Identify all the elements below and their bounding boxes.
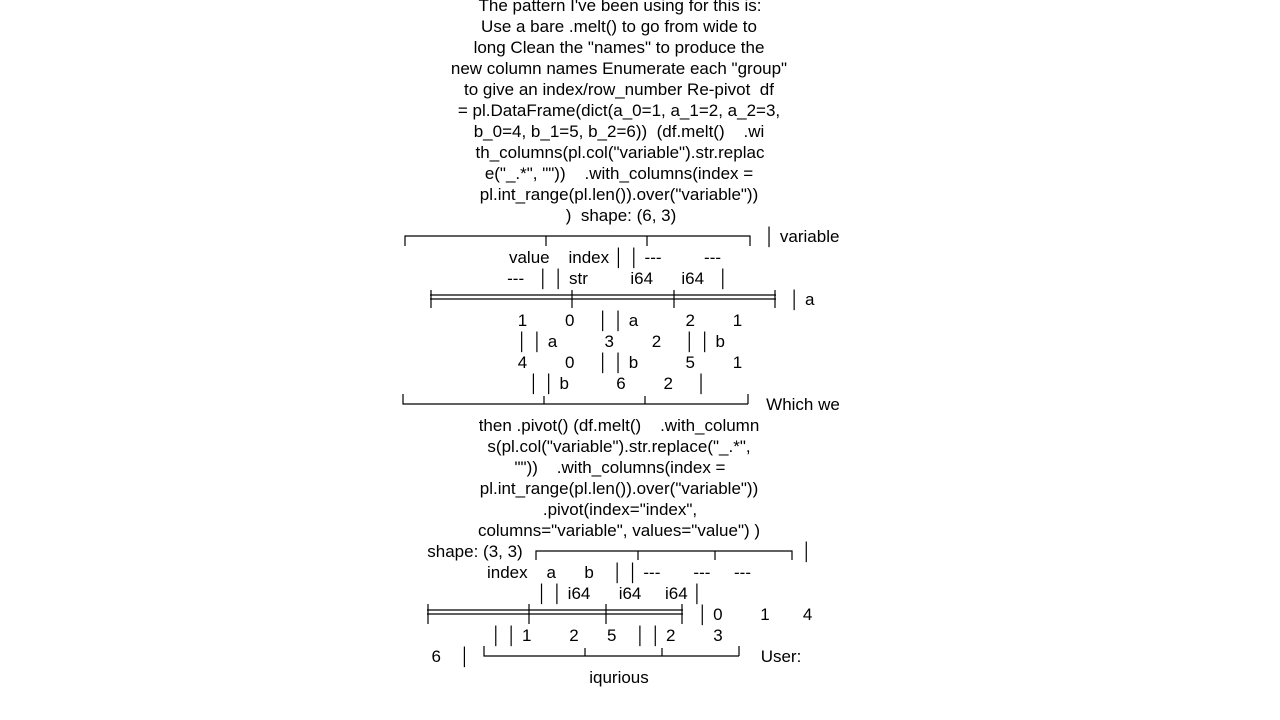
text-line: .pivot(index="index", bbox=[542, 500, 698, 519]
table-row: │ │ a 3 2 │ │ b bbox=[517, 332, 725, 351]
table-row: 1 0 │ │ a 2 1 bbox=[517, 311, 743, 330]
text-line: "")) .with_columns(index = bbox=[514, 458, 726, 477]
text-line: iqurious bbox=[589, 668, 649, 687]
table1-bottom-border bbox=[402, 394, 749, 405]
text-line: Which we bbox=[766, 395, 840, 414]
text-line: s(pl.col("variable").str.replace("_.*", bbox=[487, 437, 751, 456]
table2-header-separator bbox=[427, 604, 683, 624]
speaker-label: User: bbox=[760, 647, 802, 666]
text-line: to give an index/row_number Re-pivot df bbox=[464, 80, 774, 99]
text-line: The pattern I've been using for this is: bbox=[478, 0, 762, 15]
text-line: b_0=4, b_1=5, b_2=6)) (df.melt() .wi bbox=[473, 122, 765, 141]
text-line: e("_.*", "")) .with_columns(index = bbox=[484, 164, 754, 183]
text-line: columns="variable", values="value") ) bbox=[477, 521, 761, 540]
text-line: th_columns(pl.col("variable").str.replac bbox=[475, 143, 765, 162]
text-line: = pl.DataFrame(dict(a_0=1, a_1=2, a_2=3, bbox=[457, 101, 781, 120]
table-cell-text: index a b │ │ --- --- --- bbox=[487, 563, 751, 582]
table1-top-border bbox=[404, 235, 751, 246]
text-line: pl.int_range(pl.len()).over("variable")) bbox=[479, 479, 759, 498]
table-cell-text: │ │ i64 i64 i64 │ bbox=[536, 584, 704, 603]
table-cell-text: --- │ │ str i64 i64 │ bbox=[507, 269, 729, 288]
table-row: 6 │ bbox=[431, 647, 471, 666]
text-line: Use a bare .melt() to go from wide to bbox=[481, 17, 757, 36]
table2-bottom-border bbox=[483, 646, 740, 657]
table-cell-text: value index │ │ --- --- bbox=[508, 248, 722, 267]
table-cell-text: │ variable bbox=[764, 227, 840, 246]
table-row: 4 0 │ │ b 5 1 bbox=[517, 353, 743, 372]
text-line: long Clean the "names" to produce the bbox=[473, 38, 765, 57]
table-row: │ │ 1 2 5 │ │ 2 3 bbox=[491, 626, 723, 645]
text-line: shape: (3, 3) bbox=[427, 542, 523, 561]
text-line: ) shape: (6, 3) bbox=[565, 206, 677, 225]
table1-header-separator bbox=[430, 290, 776, 308]
text-line: new column names Enumerate each "group" bbox=[450, 59, 788, 78]
table-cell-text: │ bbox=[801, 542, 813, 561]
text-line: then .pivot() (df.melt() .with_column bbox=[478, 416, 760, 435]
table-row: │ │ b 6 2 │ bbox=[528, 374, 708, 393]
table-row: │ 0 1 4 bbox=[697, 605, 813, 624]
table2-top-border bbox=[535, 550, 793, 560]
text-line: pl.int_range(pl.len()).over("variable")) bbox=[479, 185, 759, 204]
table-cell-text: │ a bbox=[789, 290, 815, 309]
